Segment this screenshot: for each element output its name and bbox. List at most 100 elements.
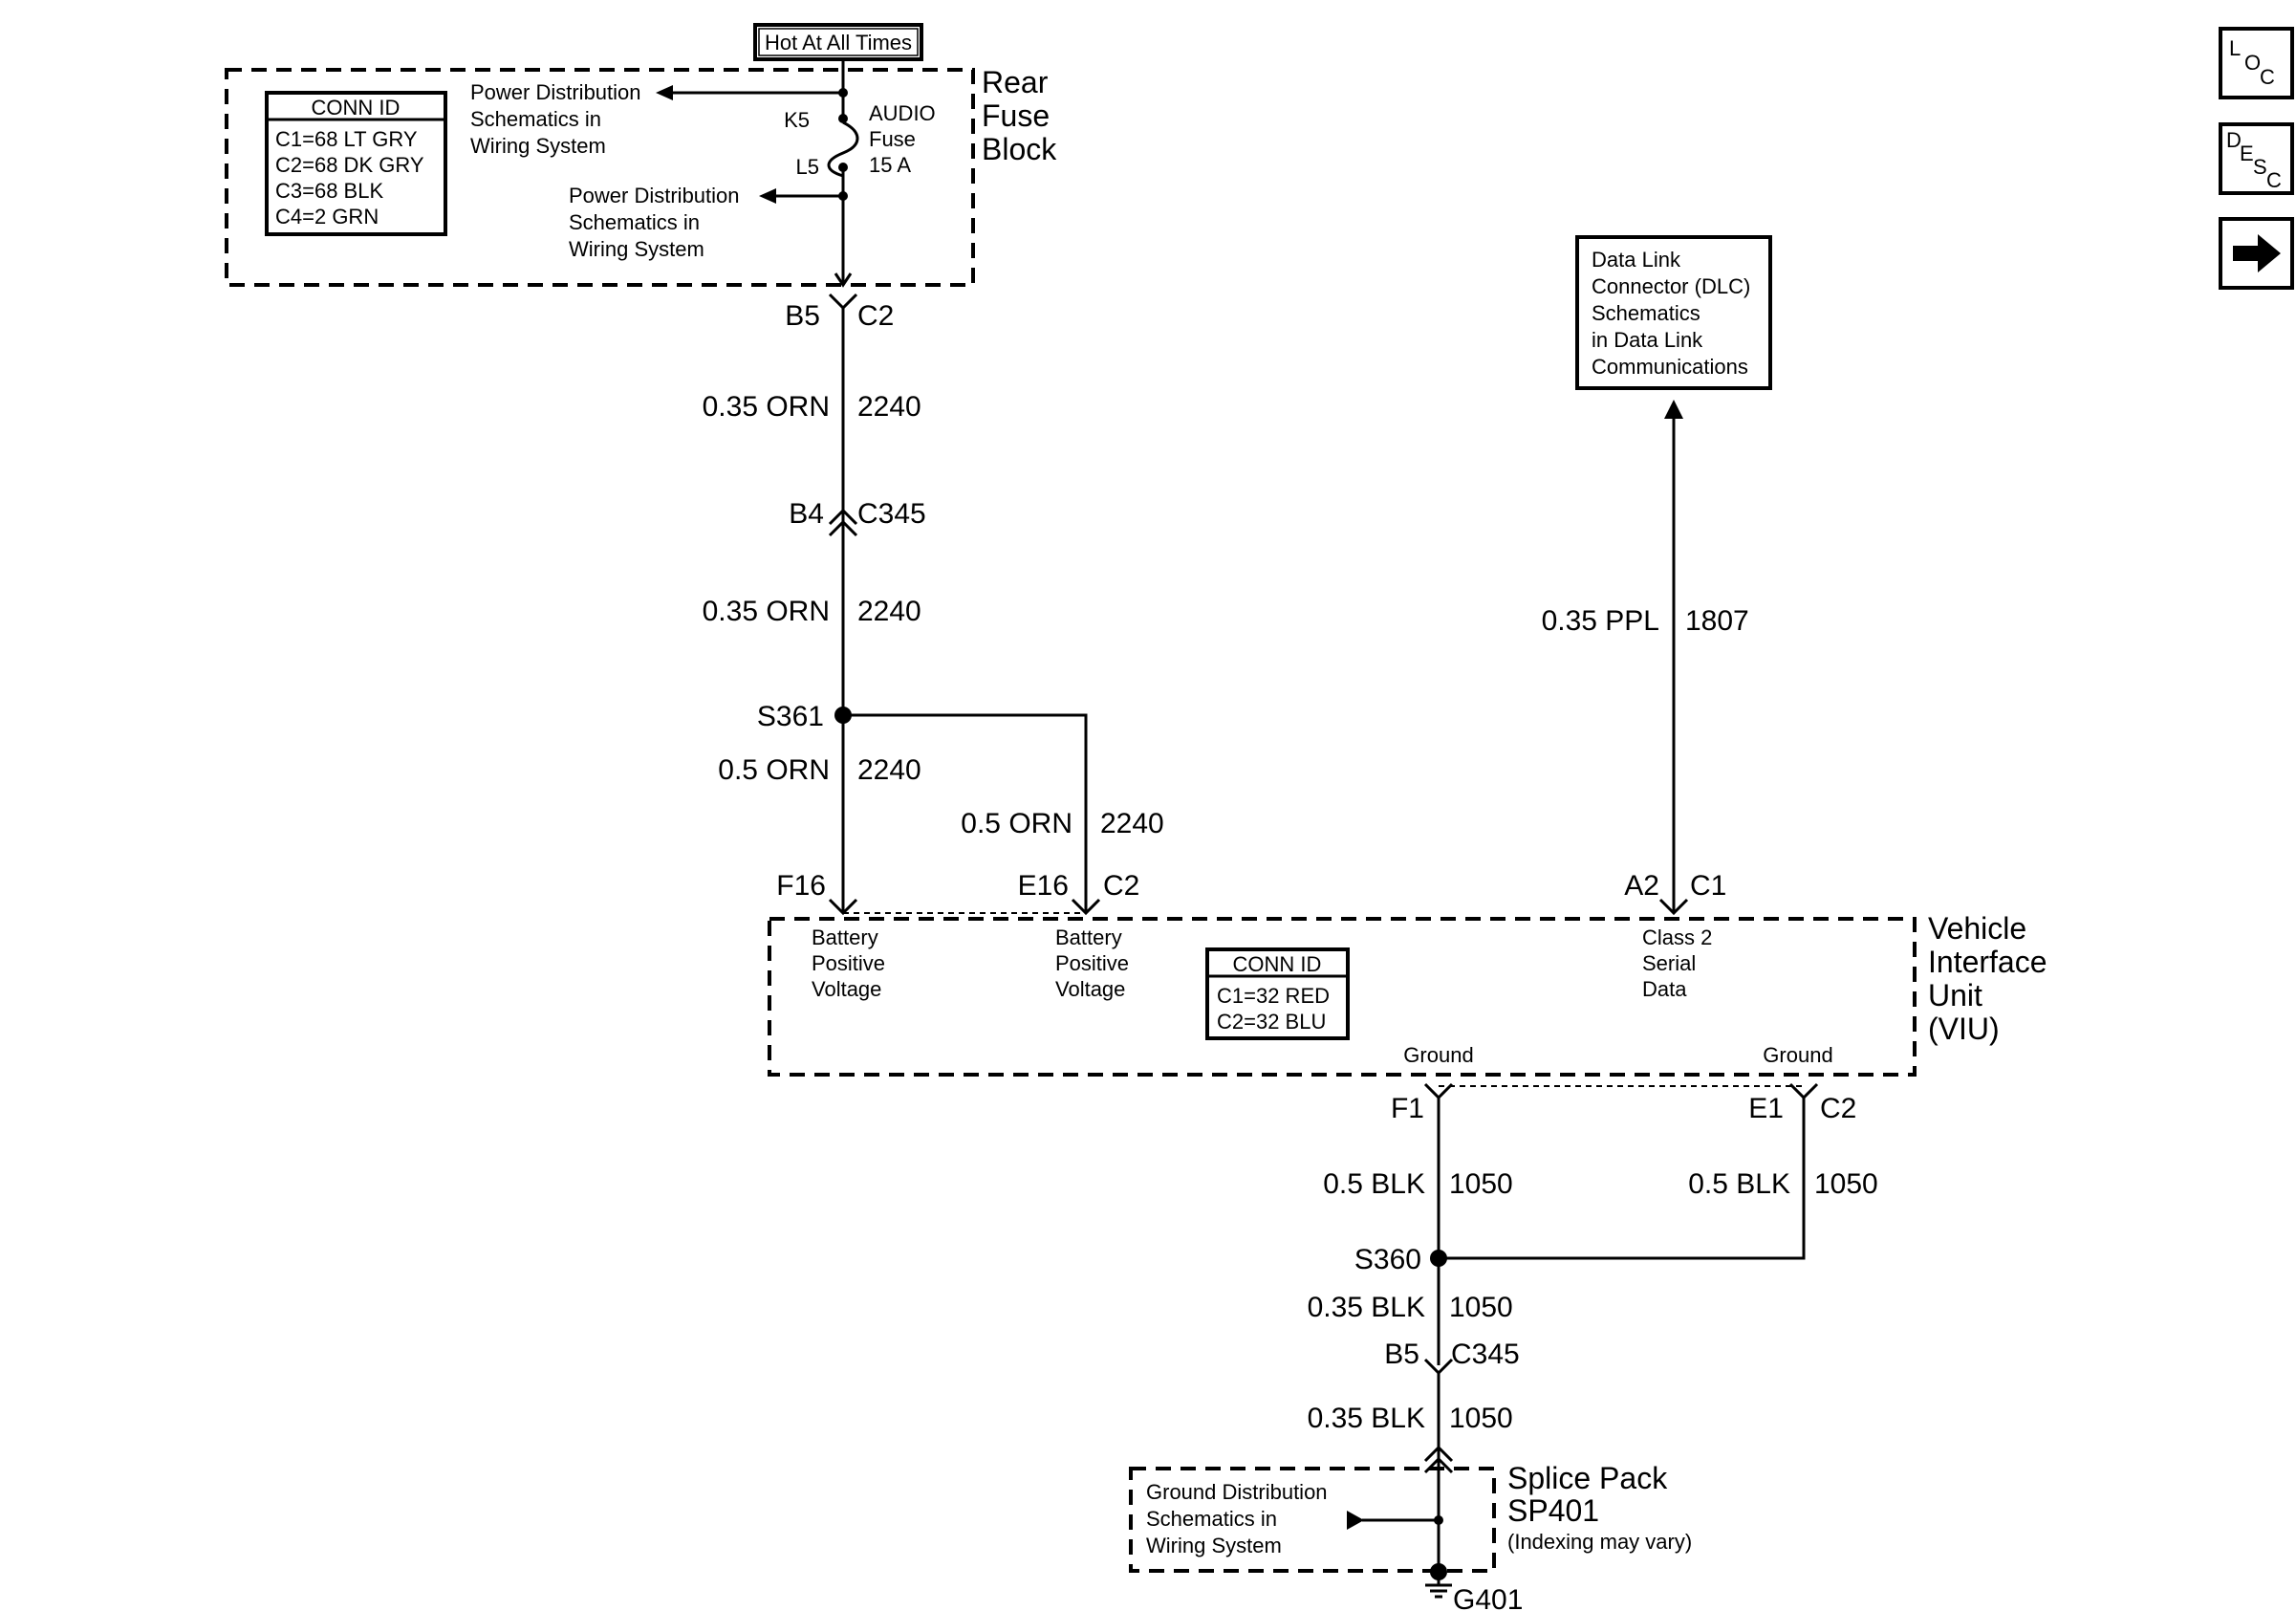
viu-title-line-3: Unit [1928, 978, 1982, 1012]
loc-letter-c: C [2260, 65, 2275, 89]
viu-pin-a2-line-2: Serial [1642, 951, 1696, 975]
viu-pin-f16-line-1: Battery [812, 925, 878, 949]
power-ref-1-line-2[interactable]: Schematics in [470, 107, 601, 131]
ground-ref-line-1[interactable]: Ground Distribution [1146, 1480, 1328, 1504]
audio-fuse-icon [827, 120, 859, 178]
wire-3-circuit: 2240 [857, 754, 921, 786]
rear-fuse-block-title-line-1: Rear [982, 65, 1049, 99]
rfb-output-arrow-icon [834, 272, 853, 288]
ground-ref-line-2[interactable]: Schematics in [1146, 1507, 1277, 1531]
ground-ref-line-3[interactable]: Wiring System [1146, 1534, 1282, 1557]
ground-g401-label: G401 [1453, 1584, 1523, 1611]
desc-letter-c: C [2266, 168, 2282, 192]
viu-pin-e16-line-2: Positive [1055, 951, 1129, 975]
power-ref-2-line-1[interactable]: Power Distribution [569, 184, 740, 207]
viu-pin-a2-line-3: Data [1642, 977, 1687, 1001]
power-ref-2-line-2[interactable]: Schematics in [569, 210, 700, 234]
dlc-line-3: Schematics [1592, 301, 1700, 325]
rear-fuse-block-outline [225, 68, 975, 287]
power-ref-1-arrow-icon [656, 85, 673, 100]
wire-1-size: 0.35 ORN [703, 391, 830, 423]
fuse-label-line-1: AUDIO [869, 101, 936, 125]
wire-2-size: 0.35 ORN [703, 596, 830, 627]
rfb-conn-id-c2: C2=68 DK GRY [275, 153, 424, 177]
rfb-bus-junction-2 [838, 191, 848, 201]
viu-conn-id-table: CONN ID C1=32 RED C2=32 BLU [1205, 947, 1350, 1040]
connector-c1-label: C1 [1690, 870, 1726, 902]
rfb-conn-id-c4: C4=2 GRN [275, 205, 379, 229]
wire-3-size: 0.5 ORN [718, 754, 830, 786]
wire-2-circuit: 2240 [857, 596, 921, 627]
loc-letter-o: O [2244, 51, 2261, 75]
viu-pin-e16-line-3: Voltage [1055, 977, 1125, 1001]
connector-e1-label: E1 [1748, 1093, 1784, 1124]
vehicle-interface-unit: Vehicle Interface Unit (VIU) Battery Pos… [768, 911, 2047, 1077]
viu-ground-2-label: Ground [1763, 1043, 1832, 1067]
power-ref-1-line-1[interactable]: Power Distribution [470, 80, 641, 104]
splice-pack-outline [1129, 1467, 1496, 1573]
power-ref-1-line-3[interactable]: Wiring System [470, 134, 606, 158]
connector-b5-top-label: B5 [785, 300, 820, 332]
connector-c2-top-symbol [828, 293, 858, 311]
loc-letter-l: L [2229, 36, 2241, 60]
viu-ground-1-label: Ground [1403, 1043, 1473, 1067]
next-button[interactable] [2219, 217, 2294, 290]
viu-pin-f16-line-2: Positive [812, 951, 885, 975]
dlc-line-5: Communications [1592, 355, 1748, 379]
viu-pin-a2-line-1: Class 2 [1642, 925, 1712, 949]
connector-a2-label: A2 [1624, 870, 1659, 902]
hot-at-all-times-label-group: Hot At All Times [753, 23, 923, 61]
wire-9-size: 0.35 BLK [1308, 1403, 1425, 1434]
viu-title-line-4: (VIU) [1928, 1012, 2000, 1046]
wire-7-circuit: 1050 [1814, 1168, 1878, 1200]
viu-conn-id-title: CONN ID [1233, 952, 1322, 976]
wire-7-size: 0.5 BLK [1688, 1168, 1790, 1200]
connector-a2-symbol [1658, 898, 1689, 916]
splice-s360-dot [1430, 1250, 1447, 1267]
power-ref-2-line-3[interactable]: Wiring System [569, 237, 704, 261]
dlc-line-1: Data Link [1592, 248, 1681, 272]
circuit-2240: B5 C2 0.35 ORN 2240 B4 C345 0.35 ORN 224… [703, 293, 1164, 916]
pin-k5-label: K5 [784, 108, 810, 132]
fuse-label-line-2: Fuse [869, 127, 916, 151]
right-arrow-icon [2233, 234, 2281, 272]
ground-ref-arrow-icon [1347, 1511, 1364, 1530]
hot-at-all-times-label: Hot At All Times [765, 31, 912, 54]
rfb-conn-id-title: CONN ID [312, 96, 401, 120]
rear-fuse-block-title-line-3: Block [982, 132, 1057, 166]
viu-conn-id-c1: C1=32 RED [1217, 984, 1330, 1008]
wire-8-size: 0.35 BLK [1308, 1292, 1425, 1323]
rear-fuse-block: Rear Fuse Block CONN ID C1=68 LT GRY C2=… [225, 59, 1057, 288]
rear-fuse-block-title-line-2: Fuse [982, 98, 1050, 133]
desc-letter-s: S [2253, 155, 2267, 179]
connector-e16-label: E16 [1018, 870, 1069, 902]
desc-button[interactable]: D E S C [2219, 122, 2294, 195]
wire-5-circuit: 1807 [1685, 605, 1749, 637]
rfb-conn-id-c3: C3=68 BLK [275, 179, 383, 203]
loc-button[interactable]: L O C [2219, 27, 2294, 99]
dlc-reference[interactable]: Data Link Connector (DLC) Schematics in … [1575, 235, 1772, 390]
fuse-label-line-3: 15 A [869, 153, 911, 177]
circuit-1050: F1 E1 C2 0.5 BLK 1050 0.5 BLK 1050 S360 … [1308, 1082, 1878, 1574]
wire-8-circuit: 1050 [1449, 1292, 1513, 1323]
dlc-line-2: Connector (DLC) [1592, 274, 1750, 298]
viu-pin-e16-line-1: Battery [1055, 925, 1122, 949]
pin-l5-label: L5 [796, 155, 819, 179]
splice-pack-sp401: Splice Pack SP401 (Indexing may vary) Gr… [1129, 1445, 1692, 1611]
power-ref-2-arrow-icon [759, 188, 776, 204]
wire-4-circuit: 2240 [1100, 808, 1164, 839]
splice-pack-junction [1434, 1515, 1443, 1525]
dlc-line-4: in Data Link [1592, 328, 1703, 352]
hot-at-all-times-box [753, 23, 923, 61]
pin-k5-dot [838, 114, 848, 123]
wire-6-circuit: 1050 [1449, 1168, 1513, 1200]
wire-9-circuit: 1050 [1449, 1403, 1513, 1434]
splice-s360-label: S360 [1354, 1244, 1421, 1275]
splice-pack-title-line-1: Splice Pack [1507, 1461, 1668, 1495]
viu-title-line-1: Vehicle [1928, 911, 2026, 946]
wire-5-size: 0.35 PPL [1542, 605, 1659, 637]
dlc-box[interactable] [1575, 235, 1772, 390]
desc-letter-d: D [2226, 128, 2242, 152]
connector-c345-bottom-label: C345 [1451, 1339, 1520, 1370]
